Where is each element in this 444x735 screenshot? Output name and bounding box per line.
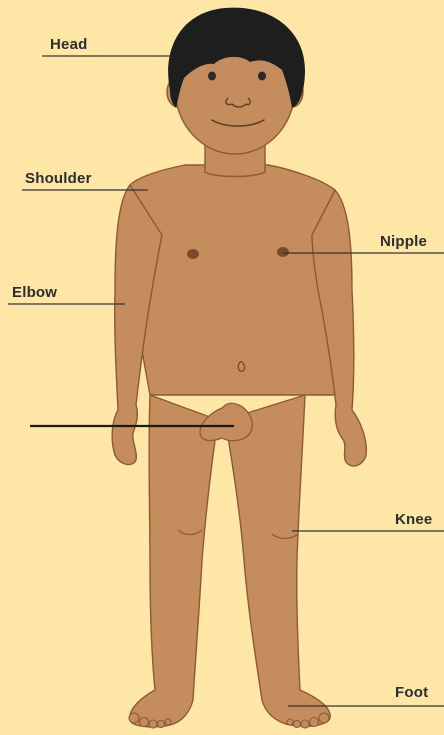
left-leg xyxy=(130,395,218,727)
right-leg xyxy=(225,395,330,726)
label-nipple: Nipple xyxy=(380,233,427,250)
left-nipple xyxy=(187,249,199,259)
label-shoulder: Shoulder xyxy=(25,170,92,187)
right-nipple xyxy=(277,247,289,257)
label-foot: Foot xyxy=(395,684,428,701)
label-elbow: Elbow xyxy=(12,284,57,301)
torso xyxy=(125,165,348,395)
left-eye xyxy=(208,72,216,81)
genitals xyxy=(200,403,252,441)
right-eye xyxy=(258,72,266,81)
label-knee: Knee xyxy=(395,511,432,528)
label-head: Head xyxy=(50,36,87,53)
